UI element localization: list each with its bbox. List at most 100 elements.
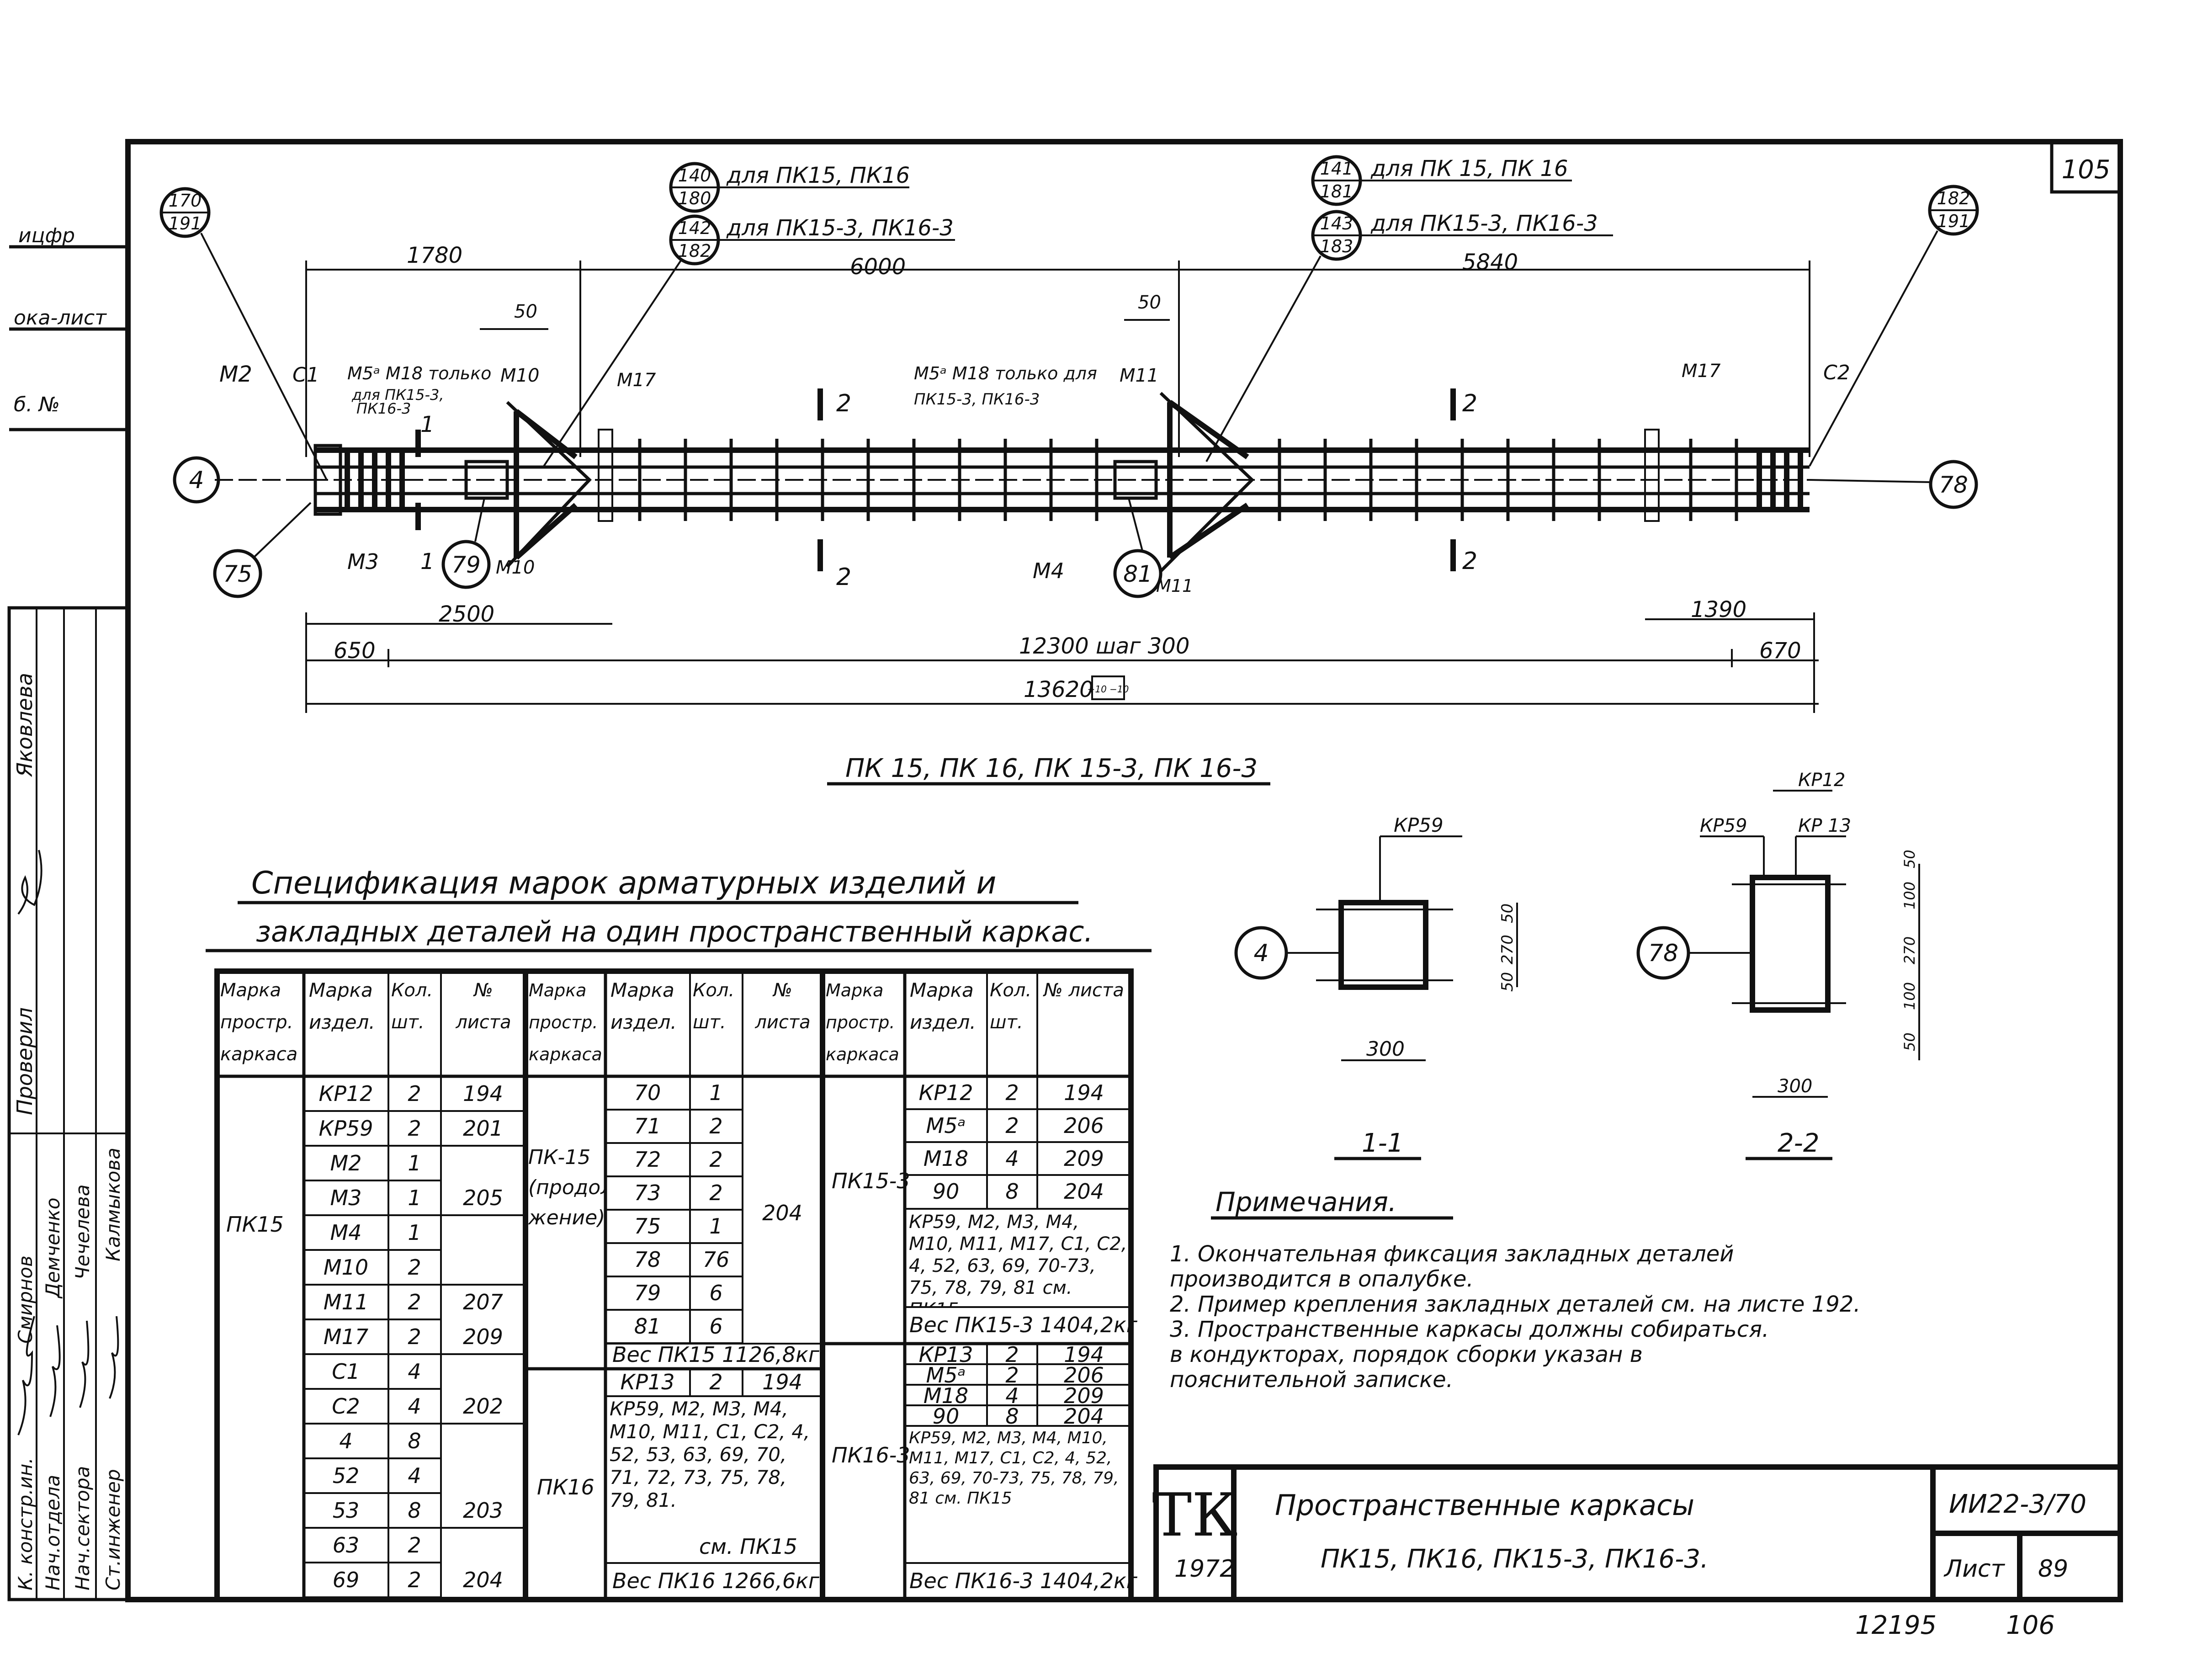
s11-label: 1-1	[1362, 1128, 1403, 1158]
g2-row-qty: 1	[709, 1214, 722, 1239]
g2-row-qty: 76	[703, 1247, 730, 1272]
g3-frame1: ПК15-3	[832, 1169, 910, 1193]
circle-79: 79	[451, 552, 481, 578]
s22-d2: 270	[1901, 936, 1918, 964]
g2-row16-item: КР13	[621, 1370, 675, 1394]
stamp-name-5: Калмыкова	[102, 1148, 124, 1261]
g1-row-item: М17	[324, 1324, 368, 1349]
mark-2d: 2	[1462, 548, 1477, 575]
section-1-1: КР59 4 300 50 270 50 1-1	[1234, 814, 1518, 1160]
g3-row-sheet: 209	[1064, 1146, 1104, 1171]
mark-m10b: М10	[496, 557, 535, 578]
g3-row-item: М18	[924, 1146, 968, 1171]
spec-title-2: закладных деталей на один пространственн…	[256, 915, 1093, 948]
g1-row-sheet: 205	[463, 1186, 503, 1210]
tb-sheet-value: 89	[2038, 1555, 2068, 1583]
g1-row-qty: 4	[408, 1463, 421, 1488]
g3-row2-sheet: 194	[1064, 1342, 1104, 1367]
g3-row2-sheet: 206	[1064, 1363, 1104, 1388]
notes: Примечания. 1. Окончательная фиксация за…	[1170, 1186, 1861, 1393]
hdr-qty-2: Кол. шт.	[693, 980, 735, 1033]
signature-1	[17, 850, 42, 915]
g3-row2-item: 90	[933, 1404, 960, 1429]
dim-5840: 5840	[1462, 250, 1518, 275]
signature-4	[79, 1320, 90, 1408]
dim-650: 650	[334, 638, 376, 664]
g3-row-item: 90	[933, 1179, 960, 1204]
g1-row-sheet: 204	[463, 1568, 503, 1592]
g1-row-qty: 8	[408, 1498, 421, 1523]
g1-row-sheet: 202	[463, 1394, 503, 1419]
s22-label: 2-2	[1778, 1128, 1819, 1158]
g3-row-item: КР12	[919, 1080, 973, 1105]
g1-row-item: КР12	[319, 1081, 373, 1106]
g2-note16: КР59, М2, М3, М4, М10, М11, С1, С2, 4, 5…	[610, 1398, 810, 1511]
callout-141-den: 181	[1320, 181, 1353, 202]
g1-row-qty: 4	[408, 1359, 421, 1384]
g3-row-item: М5ᵃ	[926, 1113, 966, 1138]
g1-row-sheet: 201	[463, 1116, 503, 1141]
s11-d50a: 50	[1498, 904, 1517, 923]
s11-d270: 270	[1498, 935, 1517, 964]
g3-row2-qty: 2	[1005, 1363, 1019, 1388]
dim-1780: 1780	[407, 243, 462, 268]
drawing-caption: ПК 15, ПК 16, ПК 15-3, ПК 16-3	[845, 754, 1258, 783]
g3-weight2: Вес ПК16-3 1404,2кг	[909, 1568, 1138, 1593]
mark-m17a: М17	[617, 370, 656, 391]
hdr-sheet-1: № листа	[456, 980, 511, 1033]
dim-50a: 50	[514, 301, 537, 322]
g3-row2-qty: 2	[1005, 1342, 1019, 1367]
circle-78: 78	[1939, 472, 1968, 498]
note-3: 3. Пространственные каркасы должны собир…	[1170, 1317, 1769, 1342]
mark-m11a: М11	[1120, 365, 1158, 386]
mark-1a: 1	[420, 412, 435, 437]
note-3c: пояснительной записке.	[1170, 1367, 1453, 1393]
stamp-label-1: ицфр	[18, 224, 75, 247]
g2-row-item: 75	[634, 1214, 661, 1239]
stamp-role-5: Ст.инженер	[102, 1469, 124, 1590]
g2-row-item: 73	[634, 1180, 661, 1205]
g1-row-qty: 2	[408, 1324, 421, 1349]
mark-m5-sub2: ПК16-3	[356, 400, 411, 417]
g3-row2-item: М5ᵃ	[926, 1363, 966, 1388]
tb-title-2: ПК15, ПК16, ПК15-3, ПК16-3.	[1321, 1544, 1709, 1574]
callout-141-text: для ПК 15, ПК 16	[1370, 156, 1568, 181]
g1-row-item: М4	[330, 1220, 362, 1245]
mark-m5: М5ᵃ М18 только	[347, 363, 491, 383]
g3-row2-sheet: 204	[1064, 1404, 1104, 1429]
callout-182-num: 182	[1937, 188, 1970, 208]
stamp-role-1: Проверил	[12, 1007, 37, 1115]
s22-d0: 50	[1901, 850, 1918, 868]
g1-row-qty: 2	[408, 1290, 421, 1314]
stamp-name-2: Смирнов	[14, 1255, 37, 1344]
g2-weight2: Вес ПК16 1266,6кг	[612, 1568, 820, 1593]
callout-143-num: 143	[1320, 213, 1353, 234]
callouts: 170 191 140 180 для ПК15, ПК16 142 182 д…	[159, 155, 1979, 480]
mark-m5b: М5ᵃ М18 только для	[914, 363, 1097, 383]
g2-row-qty: 1	[709, 1080, 722, 1105]
notes-title: Примечания.	[1215, 1186, 1396, 1217]
note-1b: производится в опалубке.	[1170, 1266, 1474, 1292]
bottom-number-1: 12195	[1855, 1611, 1937, 1640]
g2-row-qty: 2	[709, 1114, 722, 1138]
stamp-role-3: Нач.отдела	[42, 1475, 64, 1590]
g1-row-item: С1	[332, 1359, 360, 1384]
stamp-role-2: К. констр.ин.	[14, 1457, 37, 1590]
g3-row-sheet: 194	[1064, 1080, 1104, 1105]
g1-row-item: М3	[330, 1186, 362, 1210]
s22-w: 300	[1778, 1076, 1812, 1097]
sheet-number: 105	[2062, 155, 2111, 185]
g2-weight1: Вес ПК15 1126,8кг	[612, 1342, 820, 1367]
g1-row-item: 53	[333, 1498, 360, 1523]
signature-5	[109, 1316, 119, 1399]
note-3b: в кондукторах, порядок сборки указан в	[1170, 1342, 1643, 1367]
mark-m17b: М17	[1682, 361, 1721, 382]
g2-row16-qty: 2	[709, 1370, 722, 1394]
callout-143-den: 183	[1320, 236, 1353, 256]
g2-row16-sheet: 194	[762, 1370, 802, 1394]
hdr-sheet-3: № листа	[1044, 980, 1124, 1001]
callout-143-text: для ПК15-3, ПК16-3	[1370, 211, 1598, 236]
dim-tolerance: +10 −10	[1088, 684, 1129, 695]
g2-frame1: ПК-15 (продол- жение)	[528, 1146, 607, 1229]
dim-1390: 1390	[1691, 597, 1746, 622]
